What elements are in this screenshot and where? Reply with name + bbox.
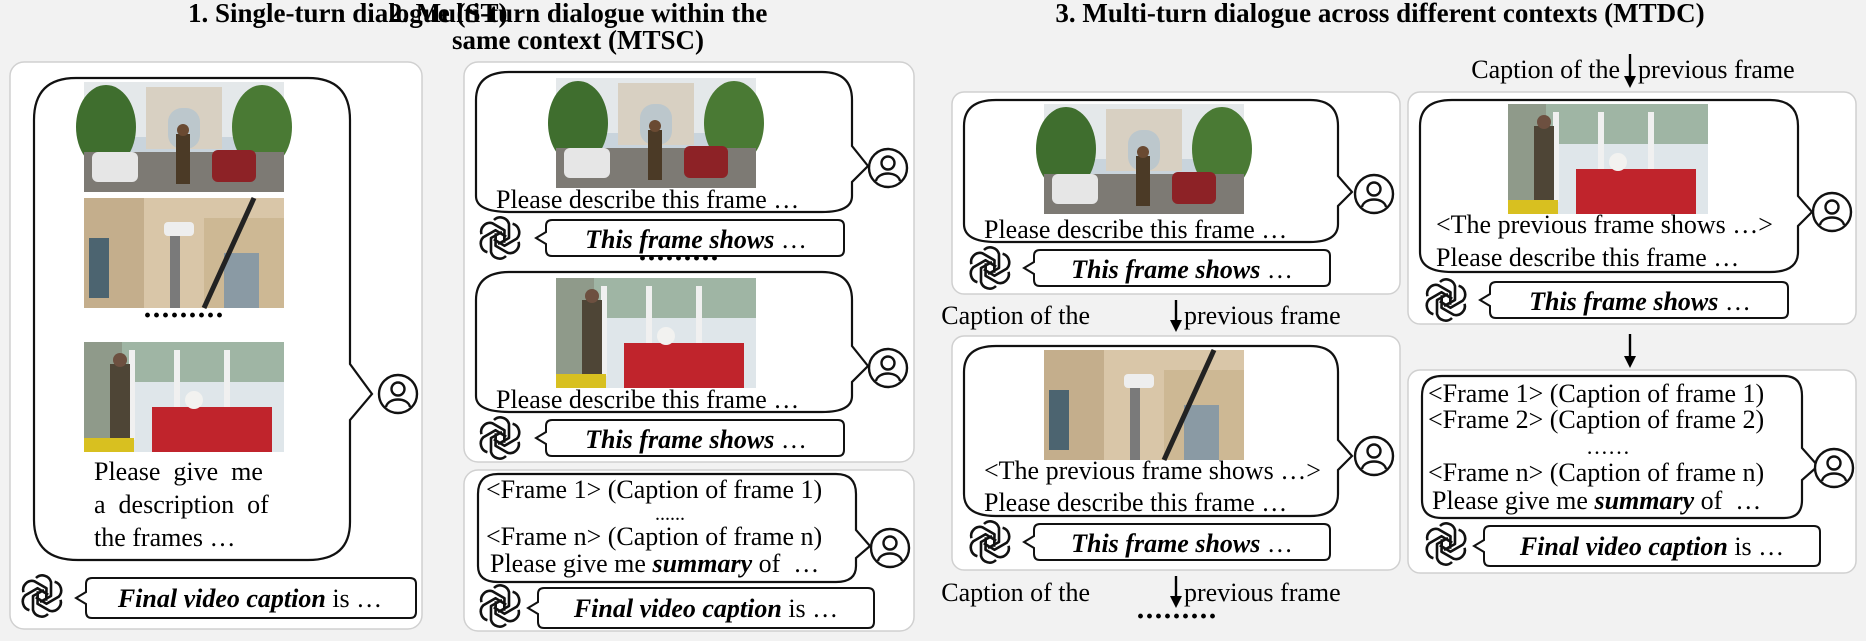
mtsc-summary-reply-bubble [526,587,875,629]
down-arrow-icon [1170,300,1182,332]
mtdc-reply-1: This frame shows … [1071,255,1293,284]
mtsc-reply-2: This frame shows … [585,425,807,454]
mtdc-frame-camera-image [1044,350,1244,460]
mtdc-caption-3-post: previous frame [1638,55,1795,84]
mtdc-prompt-2: Please describe this frame … [984,488,1287,517]
st-reply: Final video caption is … [117,584,382,613]
mtsc-summary-reply: Final video caption is … [573,594,838,623]
mtdc-frame-arch-image [1036,104,1252,214]
mtsc-prompt-2: Please describe this frame … [496,385,799,414]
mtdc-caption-3-pre: Caption of the [1471,55,1620,84]
mtdc-bottom-separator: ········· [1135,600,1216,633]
st-prompt-line1: Please give me [94,457,263,486]
user-icon [1353,173,1395,215]
user-icon [867,347,909,389]
down-arrow-icon [1624,334,1636,368]
mtsc-frame-n: <Frame n> (Caption of frame n) [486,522,822,551]
mtdc-frame-1: <Frame 1> (Caption of frame 1) [1428,379,1764,408]
user-icon [869,527,911,569]
st-prompt-line3: the frames … [94,523,236,552]
user-icon [867,147,909,189]
mtsc-frame-1: <Frame 1> (Caption of frame 1) [486,475,822,504]
mtsc-reply-1: This frame shows … [585,225,807,254]
mtdc-prompt-3: Please describe this frame … [1436,243,1739,272]
mtsc-summary-prompt: Please give me summary of … [490,549,819,578]
mtdc-reply-bubble-3 [1478,281,1789,319]
st-frame-cafe-image [84,342,284,452]
mtdc-prompt-1: Please describe this frame … [984,215,1287,244]
st-reply-bubble [74,577,417,619]
heading-st: 1. Single-turn dialogue (ST) [188,0,508,28]
heading-mtsc-line2: same context (MTSC) [452,25,704,55]
down-arrow-icon [1170,576,1182,608]
user-icon [1813,447,1855,489]
mtsc-frame-arch-image [548,78,764,188]
user-icon [1811,191,1853,233]
user-icon [377,373,419,415]
st-frame-camera-image [84,198,284,308]
mtdc-frame-n: <Frame n> (Caption of frame n) [1428,458,1764,487]
mtdc-summary-user-bubble [1420,374,1820,520]
mtdc-caption-1-pre: Caption of the [941,301,1090,330]
mtdc-frame-ellipsis: …… [1586,434,1630,459]
mtdc-frame-cafe-image [1508,104,1708,214]
mtdc-caption-2-pre: Caption of the [941,578,1090,607]
mtdc-reply-3: This frame shows … [1529,287,1751,316]
mtdc-summary-reply: Final video caption is … [1519,532,1784,561]
mtsc-reply-bubble-1 [534,219,845,257]
st-prompt-line2: a description of [94,490,269,519]
mtsc-frame-cafe-image [556,278,756,388]
heading-mtdc: 3. Multi-turn dialogue across different … [1055,0,1704,28]
mtdc-frame-2: <Frame 2> (Caption of frame 2) [1428,405,1764,434]
mtdc-caption-2-post: previous frame [1184,578,1341,607]
mtdc-caption-1-post: previous frame [1184,301,1341,330]
mtdc-summary-reply-bubble [1472,525,1821,567]
mtsc-reply-bubble-2 [534,419,845,457]
mtdc-reply-bubble-1 [1022,249,1331,287]
down-arrow-icon [1624,54,1636,88]
mtdc-reply-bubble-2 [1022,523,1331,561]
mtdc-summary-prompt: Please give me summary of … [1432,486,1761,515]
st-frame-separator: ········· [142,299,223,332]
mtdc-previous-prompt-2: <The previous frame shows …> [1436,210,1773,239]
st-frame-arch-image [76,82,292,192]
mtsc-prompt-1: Please describe this frame … [496,185,799,214]
mtdc-previous-prompt-1: <The previous frame shows …> [984,456,1321,485]
mtsc-turn-separator: ········· [637,242,718,275]
mtsc-summary-user-bubble [476,472,872,584]
mtsc-frame-ellipsis: ...... [655,503,685,525]
user-icon [1353,435,1395,477]
mtdc-reply-2: This frame shows … [1071,529,1293,558]
heading-mtsc-line1: 2. Multi-turn dialogue within the [389,0,768,28]
